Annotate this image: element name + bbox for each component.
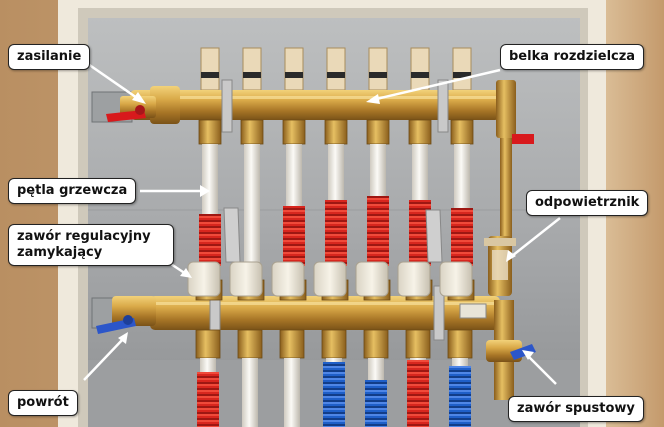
label-return: powrót [8, 390, 78, 416]
pointer-lines [83, 62, 561, 385]
label-air-vent: odpowietrznik [526, 190, 649, 216]
heating-loop-pipes [199, 144, 473, 266]
label-heating-loop: pętla grzewcza [8, 178, 137, 204]
label-regulating-valve-line2: zamykający [17, 245, 103, 260]
flow-meters [200, 47, 472, 91]
upper-manifold-bar [130, 79, 516, 145]
return-ball-valve [91, 296, 156, 334]
label-supply: zasilanie [8, 44, 91, 70]
lower-pipes [197, 358, 471, 427]
label-regulating-valve: zawór regulacyjny zamykający [8, 224, 174, 266]
air-vent [484, 236, 516, 296]
drain-valve [486, 300, 536, 400]
label-manifold-bar: belka rozdzielcza [500, 44, 645, 70]
regulating-valve-caps [187, 261, 473, 297]
label-regulating-valve-line1: zawór regulacyjny [17, 229, 151, 244]
supply-ball-valve [106, 96, 156, 122]
label-drain-valve: zawór spustowy [508, 396, 644, 422]
